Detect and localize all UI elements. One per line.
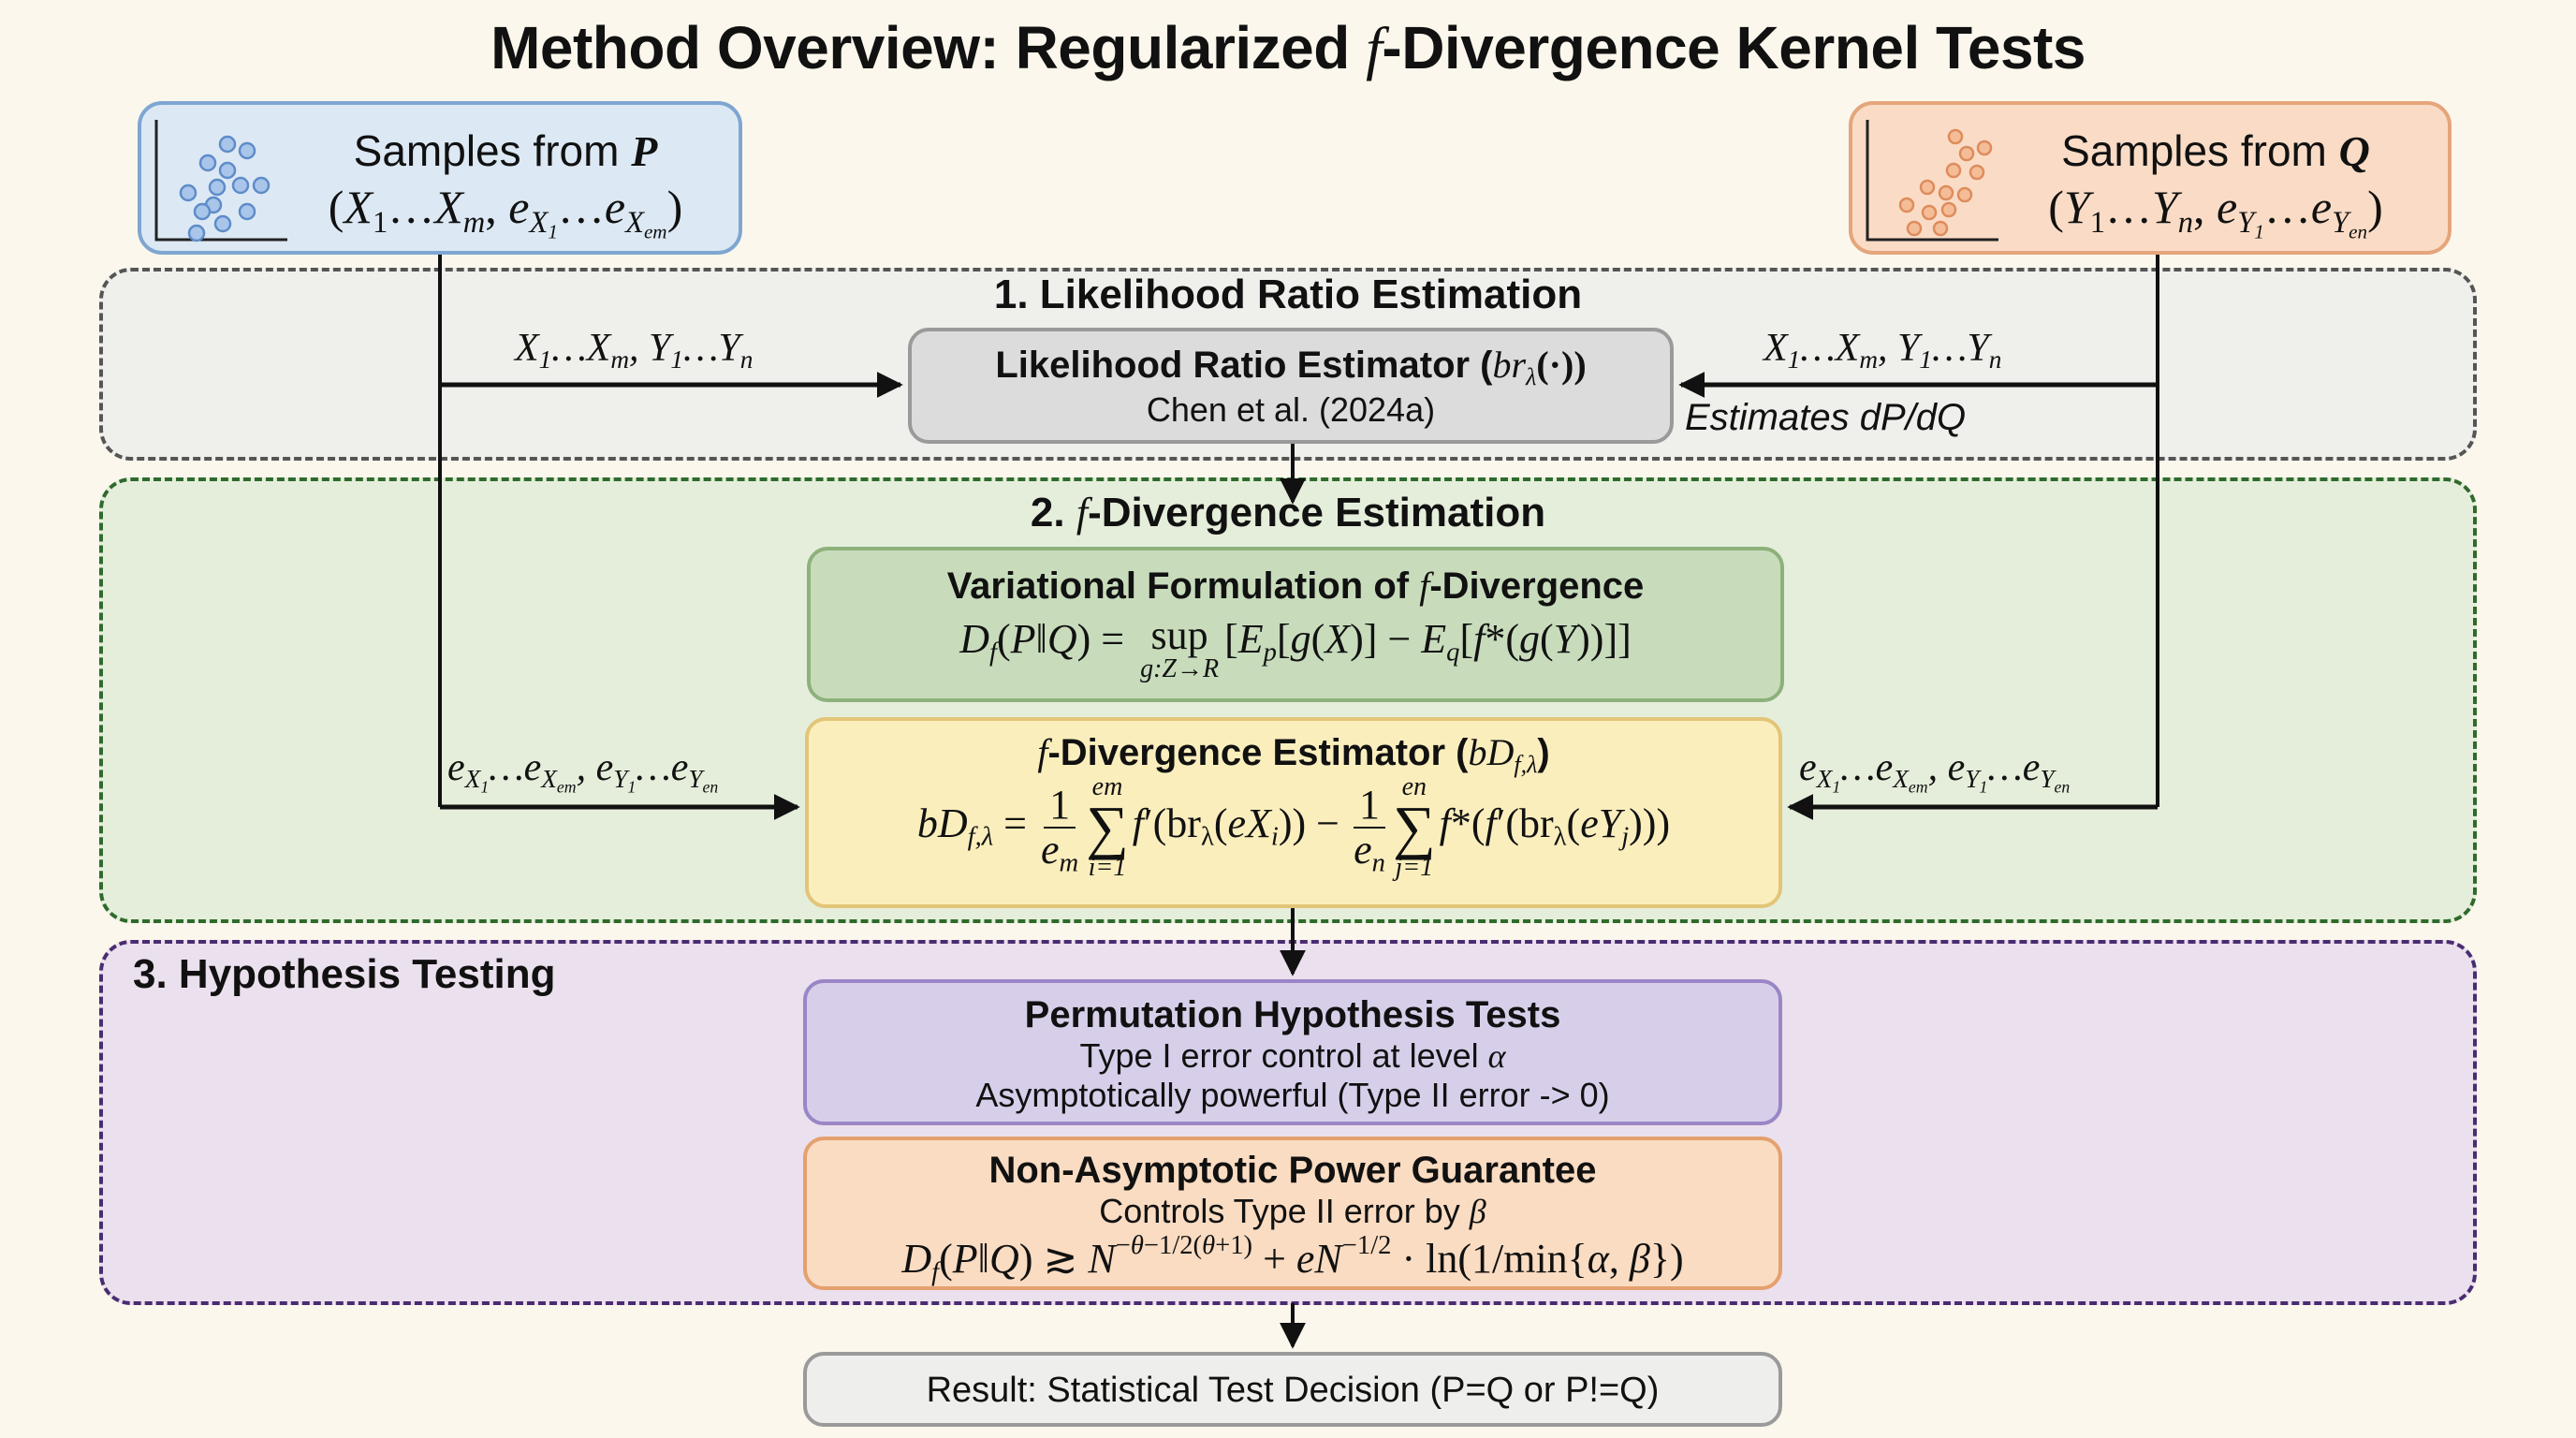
estimator-input-label-right: eX1…eXem, eY1…eYen <box>1799 746 2071 797</box>
term1-sum: em∑i=1 <box>1086 772 1129 882</box>
samples-p-label-text: Samples from <box>353 126 632 175</box>
samples-q-tuple: (Y1…Yn, eY1…eYen) <box>2048 181 2383 243</box>
variational-heading-post: -Divergence <box>1429 565 1645 607</box>
section1-title: 1. Likelihood Ratio Estimation <box>993 271 1583 317</box>
estimator-heading-f: f <box>1037 731 1048 773</box>
variational-formulation-box: Variational Formulation of f-Divergence … <box>807 547 1784 702</box>
estimator-heading-symbol: bDf,λ <box>1468 731 1538 778</box>
section2-title-num: 2. <box>1030 490 1076 536</box>
power-line1: Controls Type II error by β <box>1099 1192 1486 1230</box>
power-formula: Df(P‖Q) ≳ N−θ−1/2(θ+1) + eN−1/2 · ln(1/m… <box>901 1230 1684 1287</box>
title-suffix: -Divergence Kernel Tests <box>1382 14 2086 81</box>
power-guarantee-box: Non-Asymptotic Power Guarantee Controls … <box>803 1137 1782 1290</box>
samples-p-box: Samples from P (X1…Xm, eX1…eXem) <box>138 101 742 255</box>
variational-heading-f: f <box>1419 565 1430 607</box>
samples-q-label: Samples from Q <box>2012 125 2420 176</box>
likelihood-ratio-estimator-box: Likelihood Ratio Estimator (brλ(·)) Chen… <box>908 328 1674 444</box>
estimator-heading-close: ) <box>1537 732 1550 773</box>
estimator-heading: f-Divergence Estimator (bDf,λ) <box>809 730 1778 778</box>
section3-title: 3. Hypothesis Testing <box>133 951 556 997</box>
lre-arg: (·)) <box>1536 344 1587 386</box>
permutation-heading: Permutation Hypothesis Tests <box>1024 994 1561 1035</box>
samples-q-box: Samples from Q (Y1…Yn, eY1…eYen) <box>1849 101 2452 255</box>
term2-sum: en∑j=1 <box>1392 772 1436 882</box>
diagram-title: Method Overview: Regularized f-Divergenc… <box>0 13 2576 83</box>
lre-input-label-left: X1…Xm, Y1…Yn <box>515 327 754 374</box>
lre-citation: Chen et al. (2024a) <box>1146 390 1436 429</box>
result-label: Result: Statistical Test Decision (P=Q o… <box>926 1371 1660 1410</box>
lre-heading-text: Likelihood Ratio Estimator ( <box>995 345 1493 386</box>
estimator-heading-mid: -Divergence Estimator ( <box>1047 732 1469 773</box>
permutation-tests-box: Permutation Hypothesis Tests Type I erro… <box>803 979 1782 1125</box>
power-heading: Non-Asymptotic Power Guarantee <box>988 1150 1597 1191</box>
scatter-plot-q-icon <box>1866 120 1998 242</box>
samples-q-dist: Q <box>2338 127 2370 175</box>
permutation-line1: Type I error control at level α <box>1079 1036 1506 1075</box>
estimator-input-label-left: eX1…eXem, eY1…eYen <box>447 746 719 797</box>
section2-title-rest: -Divergence Estimation <box>1088 490 1546 536</box>
permutation-line2: Asymptotically powerful (Type II error -… <box>975 1076 1610 1114</box>
variational-heading: Variational Formulation of f-Divergence <box>811 564 1780 608</box>
f-divergence-estimator-box: f-Divergence Estimator (bDf,λ) bDf,λ = 1… <box>805 717 1782 908</box>
samples-p-label: Samples from P <box>300 125 710 176</box>
lre-heading: Likelihood Ratio Estimator (brλ(·)) <box>912 343 1670 390</box>
samples-p-tuple: (X1…Xm, eX1…eXem) <box>328 181 683 243</box>
lre-input-label-right: X1…Xm, Y1…Yn <box>1764 327 2002 374</box>
scatter-plot-p-icon <box>154 120 287 242</box>
samples-p-dist: P <box>631 127 658 175</box>
result-box: Result: Statistical Test Decision (P=Q o… <box>803 1352 1782 1427</box>
section2-title-f: f <box>1076 490 1089 536</box>
samples-q-label-text: Samples from <box>2061 126 2339 175</box>
estimates-dp-dq-note: Estimates dP/dQ <box>1685 397 1967 438</box>
title-f-symbol: f <box>1366 15 1383 81</box>
title-prefix: Method Overview: Regularized <box>490 14 1367 81</box>
variational-heading-pre: Variational Formulation of <box>946 565 1420 607</box>
section2-title: 2. f-Divergence Estimation <box>0 489 2576 536</box>
lre-symbol: brλ <box>1492 344 1537 390</box>
